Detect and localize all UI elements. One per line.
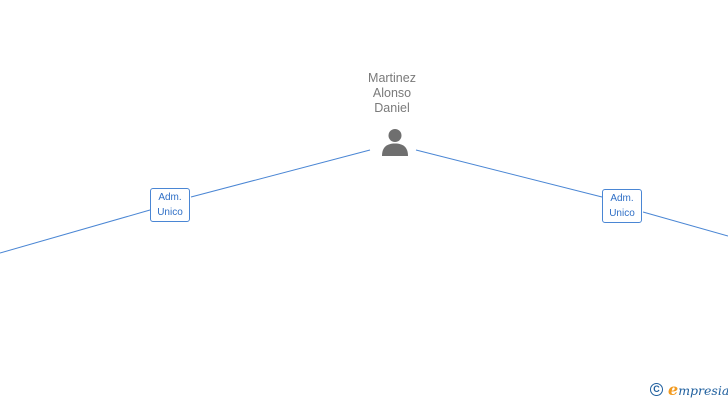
brand-logo: empresia bbox=[668, 380, 728, 399]
person-name-line-3: Daniel bbox=[374, 101, 410, 115]
role-box-left[interactable]: Adm. Unico bbox=[150, 188, 190, 222]
role-right-line-1: Adm. bbox=[610, 193, 634, 204]
role-right-line-2: Unico bbox=[609, 208, 635, 219]
person-name-line-2: Alonso bbox=[372, 86, 412, 100]
empresia-watermark: C empresia bbox=[650, 379, 728, 399]
copyright-icon: C bbox=[650, 382, 663, 396]
role-box-right[interactable]: Adm. Unico bbox=[602, 189, 642, 223]
link-person-to-right-role bbox=[415, 149, 603, 198]
person-name[interactable]: Martinez Alonso Daniel bbox=[342, 71, 442, 116]
link-person-to-left-role bbox=[190, 149, 371, 198]
brand-rest: mpresia bbox=[678, 382, 728, 398]
person-name-line-1: Martinez bbox=[368, 71, 416, 85]
role-left-line-1: Adm. bbox=[158, 192, 182, 203]
brand-initial: e bbox=[668, 379, 679, 399]
link-right-role-to-offscreen bbox=[642, 211, 728, 237]
role-left-line-2: Unico bbox=[157, 207, 183, 218]
person-icon[interactable] bbox=[380, 127, 410, 157]
link-left-role-to-offscreen bbox=[0, 209, 151, 254]
